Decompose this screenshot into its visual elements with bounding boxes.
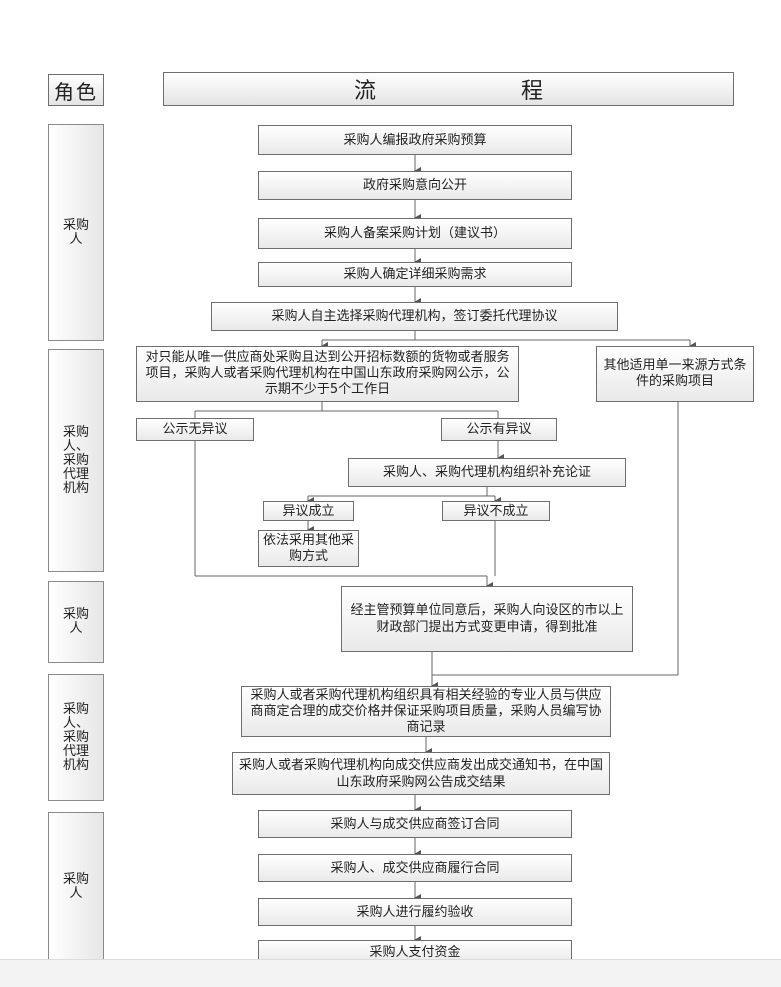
role-lane-purchaser-2: 采购人 xyxy=(48,581,104,663)
step-other-single-source: 其他适用单一来源方式条件的采购项目 xyxy=(596,346,754,402)
step-no-objection: 公示无异议 xyxy=(136,418,254,441)
step-negotiation: 采购人或者采购代理机构组织具有相关经验的专业人员与供应商商定合理的成交价格并保证… xyxy=(241,686,611,737)
bottom-edge xyxy=(0,959,781,987)
step-has-objection: 公示有异议 xyxy=(441,418,557,441)
step-method-change-approval: 经主管预算单位同意后，采购人向设区的市以上财政部门提出方式变更申请，得到批准 xyxy=(341,586,633,652)
role-lane-purchaser-agency-1: 采购人、采购代理机构 xyxy=(48,349,104,572)
step-compile-budget: 采购人编报政府采购预算 xyxy=(258,125,572,155)
step-perform-contract: 采购人、成交供应商履行合同 xyxy=(258,854,572,882)
step-objection-valid: 异议成立 xyxy=(263,501,354,521)
step-acceptance: 采购人进行履约验收 xyxy=(258,898,572,926)
step-award-notice: 采购人或者采购代理机构向成交供应商发出成交通知书，在中国山东政府采购网公告成交结… xyxy=(232,752,610,795)
step-determine-requirements: 采购人确定详细采购需求 xyxy=(258,262,572,287)
step-intention-disclosure: 政府采购意向公开 xyxy=(258,171,572,200)
step-supplementary-review: 采购人、采购代理机构组织补充论证 xyxy=(348,458,626,487)
role-lane-purchaser-1: 采购人 xyxy=(48,124,104,341)
role-lane-purchaser-3: 采购人 xyxy=(48,812,104,962)
step-other-method: 依法采用其他采购方式 xyxy=(258,530,359,567)
step-sign-contract: 采购人与成交供应商签订合同 xyxy=(258,810,572,838)
step-public-announcement: 对只能从唯一供应商处采购且达到公开招标数额的货物或者服务项目，采购人或者采购代理… xyxy=(136,346,519,402)
step-record-plan: 采购人备案采购计划（建议书） xyxy=(258,218,572,249)
step-select-agency: 采购人自主选择采购代理机构，签订委托代理协议 xyxy=(211,302,618,331)
role-column-header: 角色 xyxy=(48,74,104,106)
role-lane-purchaser-agency-2: 采购人、采购代理机构 xyxy=(48,674,104,801)
step-objection-invalid: 异议不成立 xyxy=(442,501,550,521)
flow-column-header: 流 程 xyxy=(163,72,734,106)
